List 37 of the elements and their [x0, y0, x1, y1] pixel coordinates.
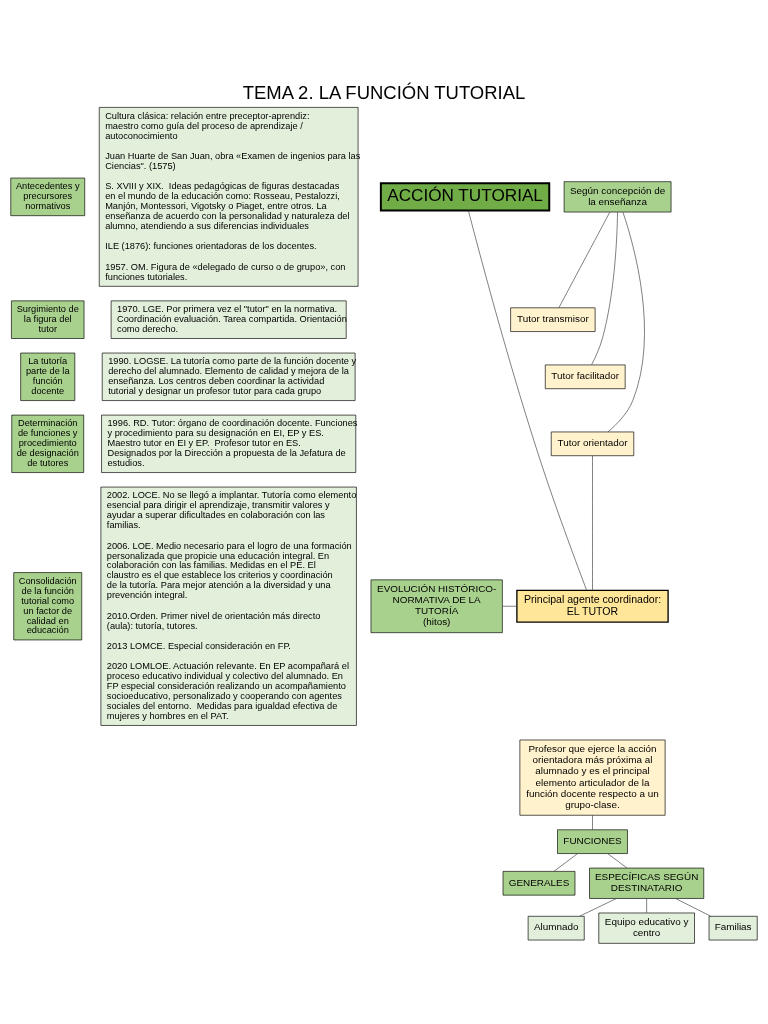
node-box: Familias	[708, 915, 758, 940]
connector	[607, 852, 628, 868]
node-box: 1970. LGE. Por primera vez el "tutor" en la normativa. Coordinación evaluación. Tarea compartida. Orientación como derecho.	[110, 300, 347, 339]
node-box: ACCIÓN TUTORIAL	[379, 181, 551, 211]
connector	[607, 211, 645, 432]
node-box: Principal agente coordinador: EL TUTOR	[516, 589, 669, 623]
node-box: Consolidación de la función tutorial como un factor de calidad en educación	[13, 571, 83, 640]
node-box: Tutor transmisor	[510, 306, 596, 332]
node-box: 2002. LOCE. No se llegó a implantar. Tutoría como elemento esencial para dirigir el aprendizaje, transmitir valores y ayudar a superar dificultades en colaboración con las familias. 2006. LOE. Medio necesario para el logro de una formación personalizada que propicie una educación integral. En colaboración con las familias. Medidas en el PE. El claustro es el que establece los criterios y coordinación de la tutoría. Para mejor atención a la diversidad y una prevención integral. 2010.Orden. Primer nivel de orientación más directo (aula): tutoría, tutores. 2013 LOMCE. Especial consideración en FP. 2020 LOMLOE. Actuación relevante. En EP acompañará el proceso educativo individual y colectivo del alumnado. En FP especial consideración realizando un acompañamiento socioeducativo, personalizado y cooperando con agentes sociales del entorno. Medidas para igualdad efectiva de mujeres y hombres en el PAT.	[100, 486, 357, 726]
connector	[468, 209, 587, 591]
node-box: Cultura clásica: relación entre preceptor-aprendiz: maestro como guía del proceso de aprendizaje / autoconocimiento Juan Huarte de San Juan, obra «Examen de ingenios para las Ciencias". (1575) S. XVIII y XIX. Ideas pedagógicas de figuras destacadas en el mundo de la educación como: Rosseau, Pestalozzi, Manjón, Montessori, Vigotsky o Piaget, entre otros. La enseñanza de acuerdo con la personalidad y naturaleza del alumno, atendiendo a sus diferencias individuales ILE (1876): funciones orientadoras de los docentes. 1957. OM. Figura de «delegado de curso o de grupo», con funciones tutoriales.	[98, 106, 359, 287]
node-box: 1990. LOGSE. La tutoría como parte de la función docente y derecho del alumnado. Elemento de calidad y mejora de la enseñanza. Los centros deben coordinar la actividad tutorial y designar un profesor tutor para cada grupo	[101, 352, 356, 401]
node-box: Tutor facilitador	[544, 364, 626, 389]
node-box: Tutor orientador	[550, 431, 635, 456]
connector	[591, 211, 618, 365]
connector	[592, 814, 593, 830]
diagram-title: TEMA 2. LA FUNCIÓN TUTORIAL	[242, 81, 526, 103]
node-box: ESPECÍFICAS SEGÚN DESTINATARIO	[589, 867, 705, 899]
node-box: 1996. RD. Tutor: órgano de coordinación docente. Funciones y procedimiento para su designación en EI, EP y ES. Maestro tutor en EI y EP. Profesor tutor en ES. Designados por la Dirección a propuesta de la Jefatura de estudios.	[101, 414, 357, 473]
node-box: Antecedentes y precursores normativos	[10, 177, 86, 216]
node-box: EVOLUCIÓN HISTÓRICO-NORMATIVA DE LA TUTORÍA (hitos)	[370, 579, 503, 633]
node-box: Alumnado	[527, 915, 585, 940]
connector	[646, 897, 647, 913]
node-box: Determinación de funciones y procedimiento de designación de tutores	[11, 414, 85, 473]
node-box: La tutoría parte de la función docente	[20, 352, 76, 401]
connector	[502, 605, 518, 607]
connector	[579, 897, 617, 916]
connector	[553, 852, 578, 872]
node-box: Equipo educativo y centro	[598, 912, 695, 944]
node-box: FUNCIONES	[557, 828, 628, 854]
node-box: Profesor que ejerce la acción orientadora más próxima al alumnado y es el principal elemento articulador de la función docente respecto a un grupo-clase.	[519, 739, 666, 816]
node-box: GENERALES	[502, 870, 576, 895]
node-box: Según concepción de la enseñanza	[563, 180, 672, 212]
node-box: Surgimiento de la figura del tutor	[11, 300, 85, 339]
connector	[675, 897, 711, 916]
connector	[592, 455, 593, 591]
connector	[558, 211, 611, 308]
